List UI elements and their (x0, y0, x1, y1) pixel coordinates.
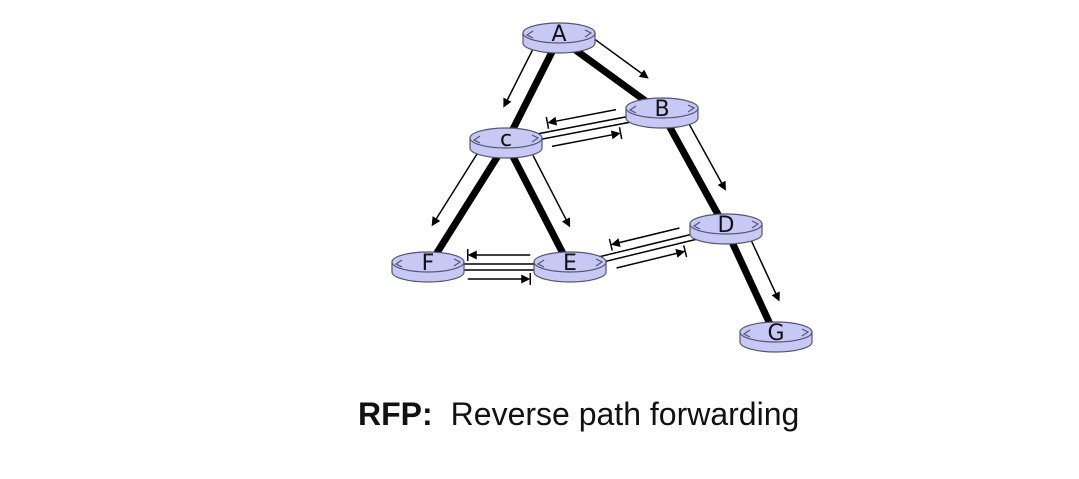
tree-link-d-g (722, 225, 780, 341)
router-d: D (689, 213, 763, 245)
router-label-b: B (654, 97, 669, 122)
router-b: B (625, 97, 699, 129)
dropped-arrow-d-e (608, 227, 680, 251)
router-label-c: c (500, 127, 512, 152)
router-label-d: D (718, 213, 735, 238)
caption: RFP: Reverse path forwarding (358, 398, 799, 430)
forward-arrow-a-c (503, 46, 535, 108)
router-a: A (522, 22, 596, 54)
router-e: E (533, 251, 607, 283)
forward-arrow-c-f (431, 153, 478, 227)
tree-link-b-d (658, 109, 730, 233)
forward-arrow-c-e (532, 155, 571, 228)
dropped-arrow-c-b (551, 127, 623, 148)
caption-abbreviation: RFP: (358, 396, 433, 432)
forward-arrow-b-d (688, 123, 726, 191)
dropped-arrow-f-e (467, 273, 531, 285)
router-label-f: F (422, 251, 435, 276)
arrows-layer (431, 34, 780, 302)
router-label-g: G (767, 321, 784, 346)
router-label-a: A (551, 22, 566, 47)
forward-arrow-d-g (749, 238, 780, 302)
tree-link-c-f (424, 139, 510, 271)
routers-layer: A BcD E F G (391, 22, 813, 353)
dropped-arrow-e-d (616, 245, 688, 269)
router-c: c (469, 127, 543, 159)
tree-link-c-e (502, 139, 574, 271)
router-f: F (391, 251, 465, 283)
router-g: G (739, 321, 813, 353)
dropped-arrow-b-c (545, 108, 617, 129)
forward-arrow-a-b (588, 34, 649, 79)
caption-text: Reverse path forwarding (450, 396, 800, 432)
tree-link-a-c (502, 34, 563, 147)
dropped-arrow-e-f (467, 249, 531, 261)
router-label-e: E (563, 251, 577, 276)
